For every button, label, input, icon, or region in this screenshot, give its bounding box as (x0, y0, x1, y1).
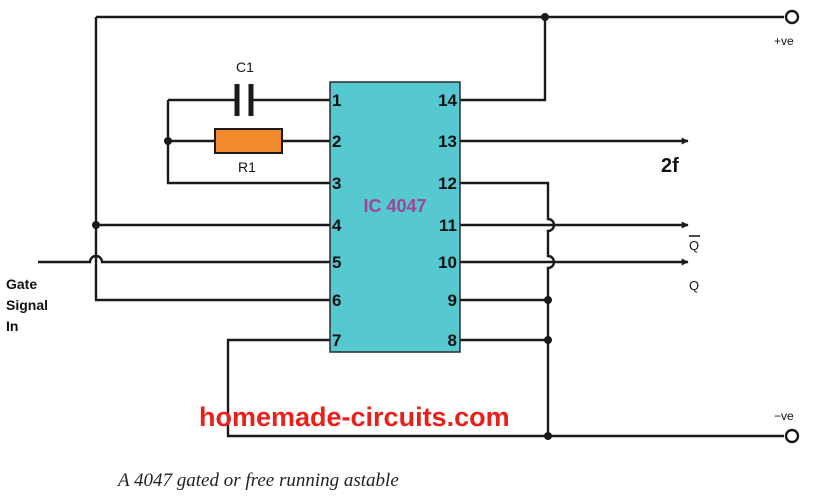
ic-pin-2: 2 (332, 132, 341, 151)
ic-left-pins: 1 2 3 4 5 6 7 (332, 91, 342, 350)
junction-dot (544, 336, 552, 344)
ic-pin-5: 5 (332, 253, 341, 272)
ic-pin-6: 6 (332, 291, 341, 310)
left-rail-wire (94, 17, 330, 302)
ic-pin-14: 14 (438, 91, 457, 110)
wiring (38, 15, 784, 438)
junctions (92, 13, 552, 440)
ic-pin-10: 10 (438, 253, 457, 272)
junction-dot (544, 296, 552, 304)
figure-caption: A 4047 gated or free running astable (116, 470, 399, 491)
ic-4047-body (329, 81, 461, 353)
output-2f-label: 2f (661, 155, 679, 177)
positive-terminal (784, 9, 800, 25)
ic-pin-3: 3 (332, 174, 341, 193)
junction-dot (544, 432, 552, 440)
ic-label: IC 4047 (363, 196, 426, 216)
junction-dot (164, 137, 172, 145)
watermark-text: homemade-circuits.com (199, 402, 510, 432)
ic-right-pins: 14 13 12 11 10 9 8 (438, 91, 457, 350)
gate-input-wire (38, 254, 330, 264)
capacitor-c1-label: C1 (236, 59, 254, 75)
ic-pin-11: 11 (439, 216, 457, 235)
gate-input-label-line-1: Gate (6, 276, 37, 292)
negative-terminal (784, 428, 800, 444)
ic-pin-4: 4 (332, 216, 342, 235)
pin12-wire (460, 181, 556, 436)
resistor-r1-label: R1 (238, 159, 256, 175)
gate-input-label-line-2: Signal (6, 297, 48, 313)
ic-pin-12: 12 (438, 174, 457, 193)
ic-pin-13: 13 (438, 132, 457, 151)
gate-input-label-line-3: In (6, 318, 18, 334)
capacitor-c1 (234, 84, 254, 116)
junction-dot (541, 13, 549, 21)
ic-pin-7: 7 (332, 331, 341, 350)
ic-pin-9: 9 (448, 291, 457, 310)
rc-left-vertical-wire (166, 100, 330, 185)
junction-dot (92, 221, 100, 229)
output-q-label: Q (689, 278, 699, 293)
pin14-wire (460, 17, 547, 102)
negative-terminal-label: −ve (774, 409, 794, 423)
ic-pin-8: 8 (448, 331, 457, 350)
pin7-wire (226, 338, 784, 438)
output-qbar-label: Q (689, 238, 699, 253)
resistor-r1 (214, 128, 283, 154)
positive-terminal-label: +ve (774, 34, 794, 48)
ic-pin-1: 1 (332, 91, 341, 110)
